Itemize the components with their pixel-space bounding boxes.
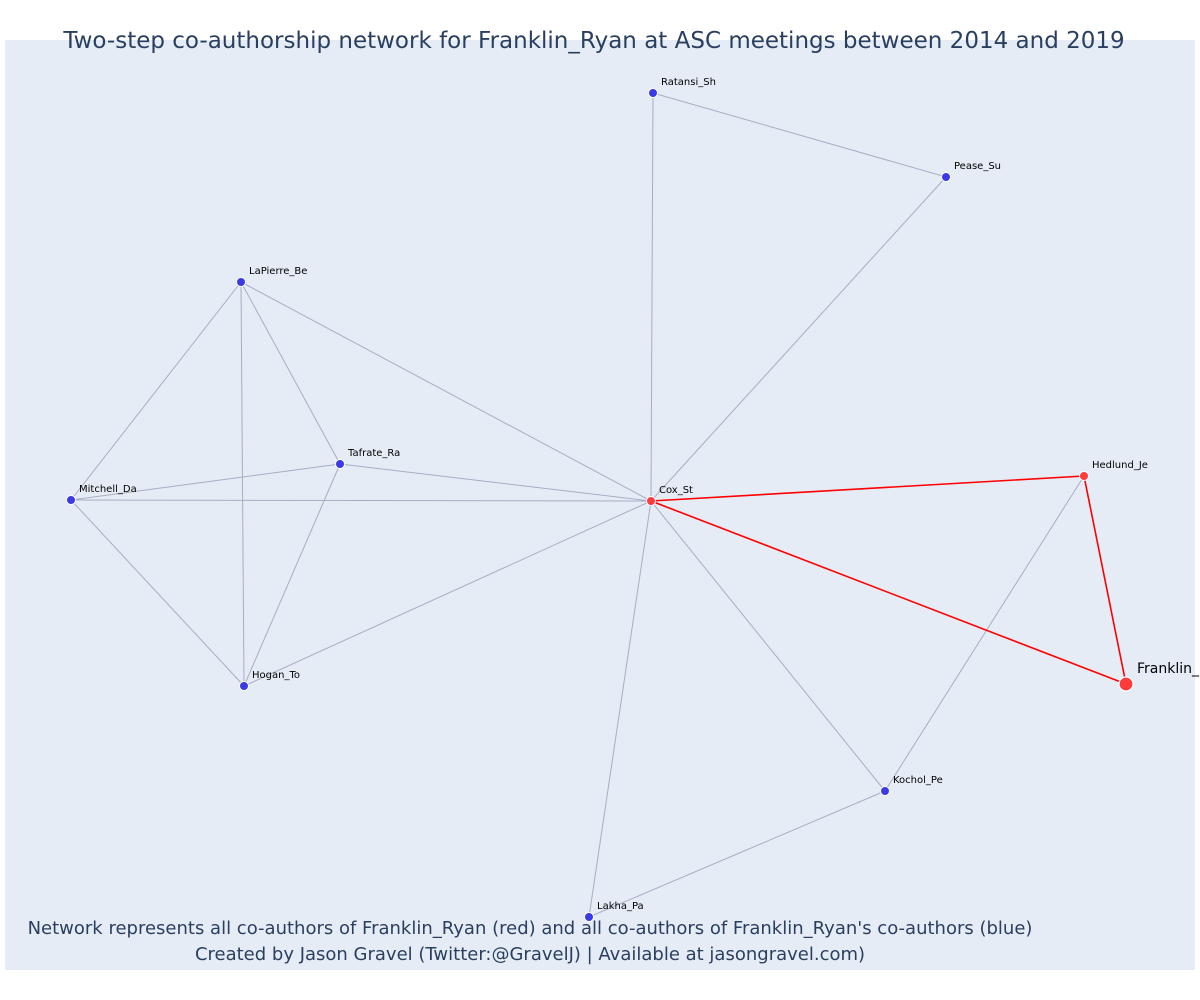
node-label-Franklin_Ryan: Franklin_Ryan	[1137, 661, 1200, 677]
node-label-Ratansi_Sh: Ratansi_Sh	[661, 77, 716, 88]
node-Pease_Su[interactable]	[941, 172, 951, 182]
node-Ratansi_Sh[interactable]	[648, 88, 658, 98]
node-label-Mitchell_Da: Mitchell_Da	[79, 484, 137, 495]
chart-title: Two-step co-authorship network for Frank…	[63, 28, 1125, 54]
nodes-layer	[66, 88, 1134, 922]
edge-Cox_St-Kochol_Pe	[650, 500, 886, 792]
node-label-Cox_St: Cox_St	[659, 485, 693, 496]
edge-Hedlund_Je-Franklin_Ryan	[1083, 475, 1127, 685]
node-Franklin_Ryan[interactable]	[1118, 676, 1134, 692]
edge-Hogan_To-Cox_St	[243, 500, 652, 687]
caption-line-2: Created by Jason Gravel (Twitter:@Gravel…	[194, 944, 866, 965]
node-Kochol_Pe[interactable]	[880, 786, 890, 796]
node-label-Pease_Su: Pease_Su	[954, 161, 1001, 172]
edge-Cox_St-Franklin_Ryan	[650, 500, 1127, 685]
edge-Ratansi_Sh-Cox_St	[650, 92, 654, 502]
edge-Pease_Su-Cox_St	[650, 176, 947, 502]
node-Hogan_To[interactable]	[239, 681, 249, 691]
edge-Mitchell_Da-Hogan_To	[70, 499, 245, 687]
plot-background	[5, 40, 1195, 970]
caption-line-1: Network represents all co-authors of Fra…	[27, 918, 1033, 939]
edge-LaPierre_Be-Hogan_To	[240, 281, 245, 687]
node-label-Kochol_Pe: Kochol_Pe	[893, 775, 943, 786]
edge-Tafrate_Ra-Mitchell_Da	[70, 463, 341, 501]
edge-Hedlund_Je-Kochol_Pe	[884, 475, 1085, 792]
node-label-Tafrate_Ra: Tafrate_Ra	[347, 448, 400, 459]
edge-Tafrate_Ra-Cox_St	[339, 463, 652, 502]
node-Mitchell_Da[interactable]	[66, 495, 76, 505]
edge-LaPierre_Be-Mitchell_Da	[70, 281, 242, 501]
node-Tafrate_Ra[interactable]	[335, 459, 345, 469]
edge-Kochol_Pe-Lakha_Pa	[588, 790, 886, 918]
node-label-Lakha_Pa: Lakha_Pa	[597, 901, 644, 912]
edges-layer	[70, 92, 1127, 918]
edge-LaPierre_Be-Tafrate_Ra	[240, 281, 341, 465]
node-Cox_St[interactable]	[646, 496, 656, 506]
node-LaPierre_Be[interactable]	[236, 277, 246, 287]
edge-Cox_St-Lakha_Pa	[588, 500, 652, 918]
node-label-Hedlund_Je: Hedlund_Je	[1092, 460, 1148, 471]
node-label-Hogan_To: Hogan_To	[252, 670, 300, 681]
labels-layer: Franklin_Ryan Cox_St Hedlund_Je Ratansi_ShP…	[79, 77, 1200, 912]
node-label-LaPierre_Be: LaPierre_Be	[249, 266, 307, 277]
edge-Tafrate_Ra-Hogan_To	[243, 463, 341, 687]
node-Lakha_Pa[interactable]	[584, 912, 594, 922]
edge-Cox_St-Hedlund_Je	[650, 475, 1085, 502]
edge-LaPierre_Be-Cox_St	[240, 281, 652, 502]
edge-Ratansi_Sh-Pease_Su	[652, 92, 947, 178]
node-Hedlund_Je[interactable]	[1079, 471, 1089, 481]
edge-Mitchell_Da-Cox_St	[70, 499, 652, 502]
